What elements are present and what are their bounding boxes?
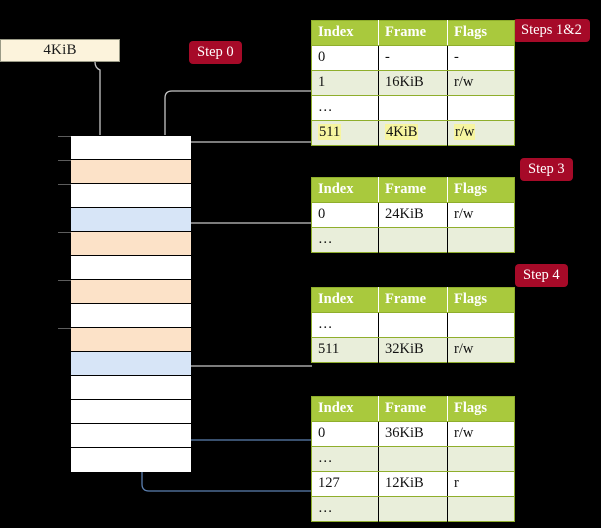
table-row[interactable]: 511 4KiB r/w: [311, 120, 515, 146]
table-row[interactable]: 1 16KiB r/w: [311, 70, 515, 96]
cell-frame: [378, 312, 448, 338]
column-header-frame: Frame: [378, 396, 448, 422]
cell-index: …: [311, 227, 379, 253]
cell-frame: 4KiB: [378, 120, 448, 146]
cell-flags: [447, 496, 515, 522]
table-header-row: Index Frame Flags: [311, 396, 515, 422]
memory-frame-row: [71, 232, 191, 256]
cell-flags: [447, 95, 515, 121]
cell-frame: [378, 446, 448, 472]
step-badge-step-3: Step 3: [520, 158, 573, 181]
table-row[interactable]: …: [311, 496, 515, 522]
cell-frame: 24KiB: [378, 202, 448, 228]
column-header-frame: Frame: [378, 287, 448, 313]
table-header-row: Index Frame Flags: [311, 287, 515, 313]
cell-index: …: [311, 496, 379, 522]
memory-frame-row: [71, 208, 191, 232]
table-row[interactable]: …: [311, 227, 515, 253]
column-header-frame: Frame: [378, 177, 448, 203]
memory-frame-row: [71, 400, 191, 424]
cell-index: 0: [311, 421, 379, 447]
cell-flags: r/w: [447, 421, 515, 447]
cell-index: …: [311, 312, 379, 338]
table-header-row: Index Frame Flags: [311, 177, 515, 203]
memory-frame-row: [71, 304, 191, 328]
cell-flags: [447, 312, 515, 338]
page-table-level-2: Index Frame Flags … 511 32KiB r/w: [311, 287, 515, 363]
table-row[interactable]: 0 36KiB r/w: [311, 421, 515, 447]
cell-frame: [378, 496, 448, 522]
cell-frame: 16KiB: [378, 70, 448, 96]
cell-index: 511: [311, 120, 379, 146]
table-header-row: Index Frame Flags: [311, 20, 515, 46]
step-badge-step-0: Step 0: [189, 41, 242, 64]
cell-index: 0: [311, 202, 379, 228]
physical-memory-column: [70, 135, 191, 472]
cell-frame: 36KiB: [378, 421, 448, 447]
cell-frame: [378, 227, 448, 253]
cell-frame-text: 4KiB: [385, 124, 419, 140]
step-badge-steps-1-2: Steps 1&2: [513, 19, 590, 42]
cell-flags: -: [447, 45, 515, 71]
table-row[interactable]: …: [311, 446, 515, 472]
table-row[interactable]: 127 12KiB r: [311, 471, 515, 497]
column-header-index: Index: [311, 177, 379, 203]
step-badge-step-4: Step 4: [515, 264, 568, 287]
cell-frame: [378, 95, 448, 121]
memory-tick-mark: [58, 184, 71, 185]
cell-flags: r: [447, 471, 515, 497]
memory-tick-mark: [58, 232, 71, 233]
column-header-flags: Flags: [447, 396, 515, 422]
page-table-level-3: Index Frame Flags 0 24KiB r/w …: [311, 177, 515, 253]
cell-index: …: [311, 446, 379, 472]
memory-frame-row: [71, 184, 191, 208]
cell-flags: [447, 227, 515, 253]
cell-index: 0: [311, 45, 379, 71]
cell-flags-text: r/w: [454, 124, 476, 140]
cell-index: 1: [311, 70, 379, 96]
memory-frame-row: [71, 352, 191, 376]
memory-frame-row: [71, 280, 191, 304]
memory-tick-mark: [58, 280, 71, 281]
column-header-flags: Flags: [447, 287, 515, 313]
table-row[interactable]: …: [311, 312, 515, 338]
memory-frame-row: [71, 376, 191, 400]
cell-flags: r/w: [447, 337, 515, 363]
table-row[interactable]: 0 24KiB r/w: [311, 202, 515, 228]
cell-frame: 32KiB: [378, 337, 448, 363]
cell-index: 127: [311, 471, 379, 497]
table-row[interactable]: …: [311, 95, 515, 121]
table-row[interactable]: 511 32KiB r/w: [311, 337, 515, 363]
column-header-frame: Frame: [378, 20, 448, 46]
column-header-flags: Flags: [447, 177, 515, 203]
cell-flags: r/w: [447, 202, 515, 228]
cell-flags: r/w: [447, 70, 515, 96]
memory-frame-row: [71, 136, 191, 160]
memory-frame-row: [71, 448, 191, 472]
cell-flags: r/w: [447, 120, 515, 146]
cell-flags: [447, 446, 515, 472]
column-header-index: Index: [311, 396, 379, 422]
cell-frame: 12KiB: [378, 471, 448, 497]
cell-index: …: [311, 95, 379, 121]
memory-frame-row: [71, 160, 191, 184]
memory-tick-mark: [58, 160, 71, 161]
table-row[interactable]: 0 - -: [311, 45, 515, 71]
frame-size-label: 4KiB: [0, 39, 120, 62]
cell-index-text: 511: [318, 124, 342, 140]
cell-frame: -: [378, 45, 448, 71]
memory-tick-mark: [58, 328, 71, 329]
memory-frame-row: [71, 256, 191, 280]
page-table-level-4: Index Frame Flags 0 - - 1 16KiB r/w …: [311, 20, 515, 146]
memory-tick-mark: [58, 136, 71, 137]
column-header-index: Index: [311, 20, 379, 46]
page-table-level-1: Index Frame Flags 0 36KiB r/w … 127 12Ki…: [311, 396, 515, 522]
column-header-flags: Flags: [447, 20, 515, 46]
memory-frame-row: [71, 328, 191, 352]
column-header-index: Index: [311, 287, 379, 313]
memory-frame-row: [71, 424, 191, 448]
cell-index: 511: [311, 337, 379, 363]
